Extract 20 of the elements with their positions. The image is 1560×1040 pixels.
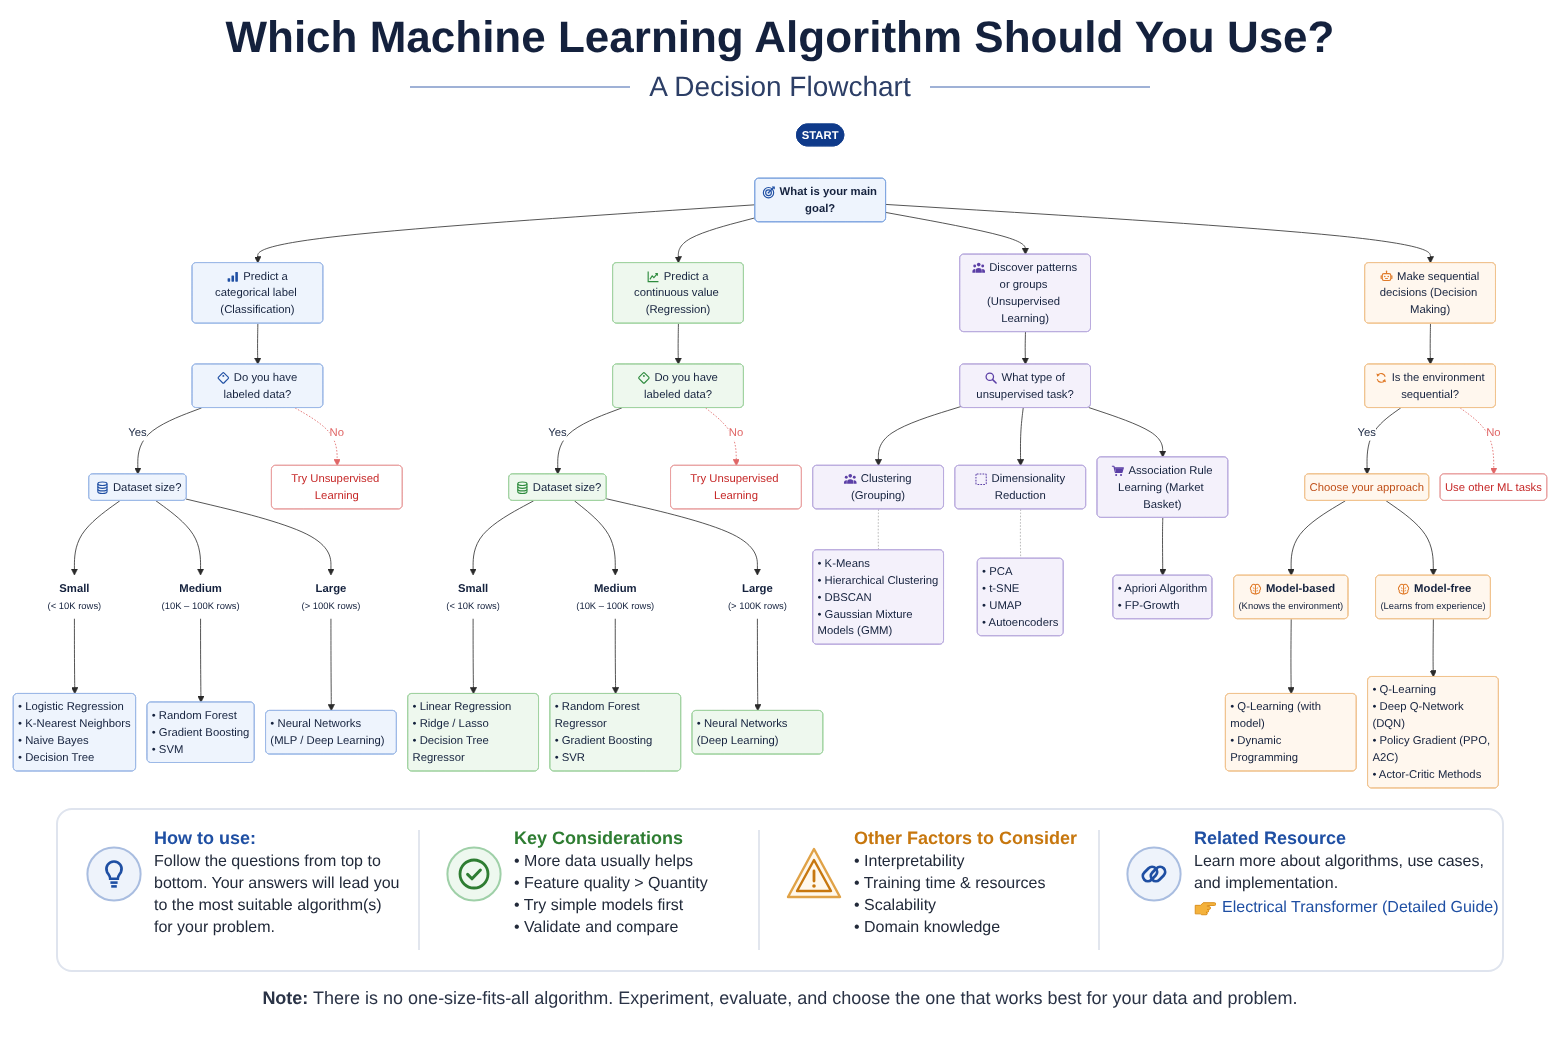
bullet-item: • Domain knowledge [854, 916, 1001, 938]
bullet-item: • Feature quality > Quantity [514, 872, 708, 894]
title: Which Machine Learning Algorithm Should You Use? [223, 12, 1337, 64]
guide-link: Electrical Transformer (Detailed Guide) [1222, 896, 1499, 918]
connector-line [877, 508, 879, 551]
connector-line [1019, 508, 1022, 559]
section-heading: Related Resource [1194, 826, 1347, 850]
bullet-item: • More data usually helps [514, 850, 694, 872]
section-heading: Key Considerations [514, 826, 684, 850]
section-text: Learn more about algorithms, use cases, and implementation. [1194, 850, 1486, 894]
section-heading: How to use: [154, 826, 256, 850]
bullet-item: • Scalability [854, 894, 937, 916]
section-text: Follow the questions from top to bottom. Your answers will lead you to the most suitable algorithm(s) for your problem. [154, 850, 402, 938]
bullet-item: • Validate and compare [514, 916, 679, 938]
bullet-item: • Interpretability [854, 850, 965, 872]
bullet-item: • Training time & resources [854, 872, 1046, 894]
bullet-item: • Try simple models first [514, 894, 684, 916]
note-text: Note: There is no one-size-fits-all algorithm. Experiment, evaluate, and choose the one that works best for your data and problem. [260, 986, 1300, 1010]
section-heading: Other Factors to Consider [854, 826, 1078, 850]
subtitle: A Decision Flowchart [649, 70, 911, 104]
